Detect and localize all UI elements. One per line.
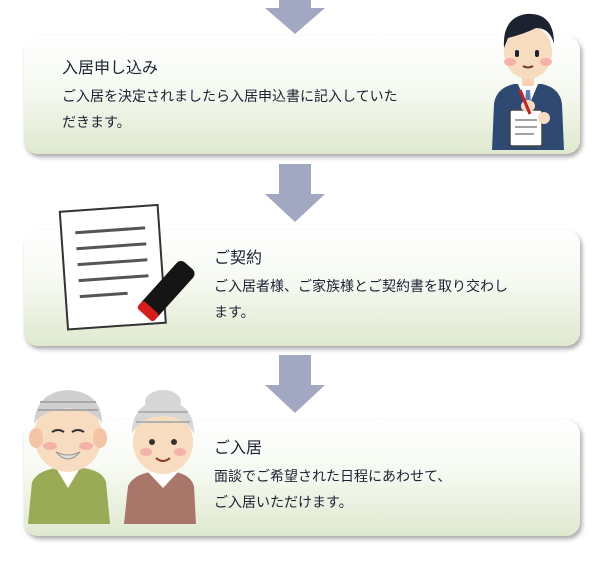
contract-stamp-icon	[58, 203, 195, 331]
step-description: 面談でご希望された日程にあわせて、 ご入居いただけます。	[214, 469, 452, 511]
down-arrow-icon	[265, 0, 325, 34]
down-arrow-icon	[265, 164, 325, 222]
down-arrow-icon	[265, 355, 325, 413]
step-description: ご入居を決定されましたら入居申込書に記入していた だきます。	[62, 89, 398, 131]
man-writing-icon	[492, 13, 564, 150]
step-description: ご入居者様、ご家族様とご契約書を取り交わし ます。	[214, 279, 508, 321]
step-title: 入居申し込み	[62, 58, 159, 77]
step-title: ご入居	[214, 438, 263, 457]
step-card-move-in: ご入居 面談でご希望された日程にあわせて、 ご入居いただけます。	[24, 420, 580, 536]
elderly-couple-icon	[28, 390, 196, 524]
step-title: ご契約	[214, 248, 263, 267]
step-card-application: 入居申し込み ご入居を決定されましたら入居申込書に記入していた だきます。	[24, 36, 580, 154]
